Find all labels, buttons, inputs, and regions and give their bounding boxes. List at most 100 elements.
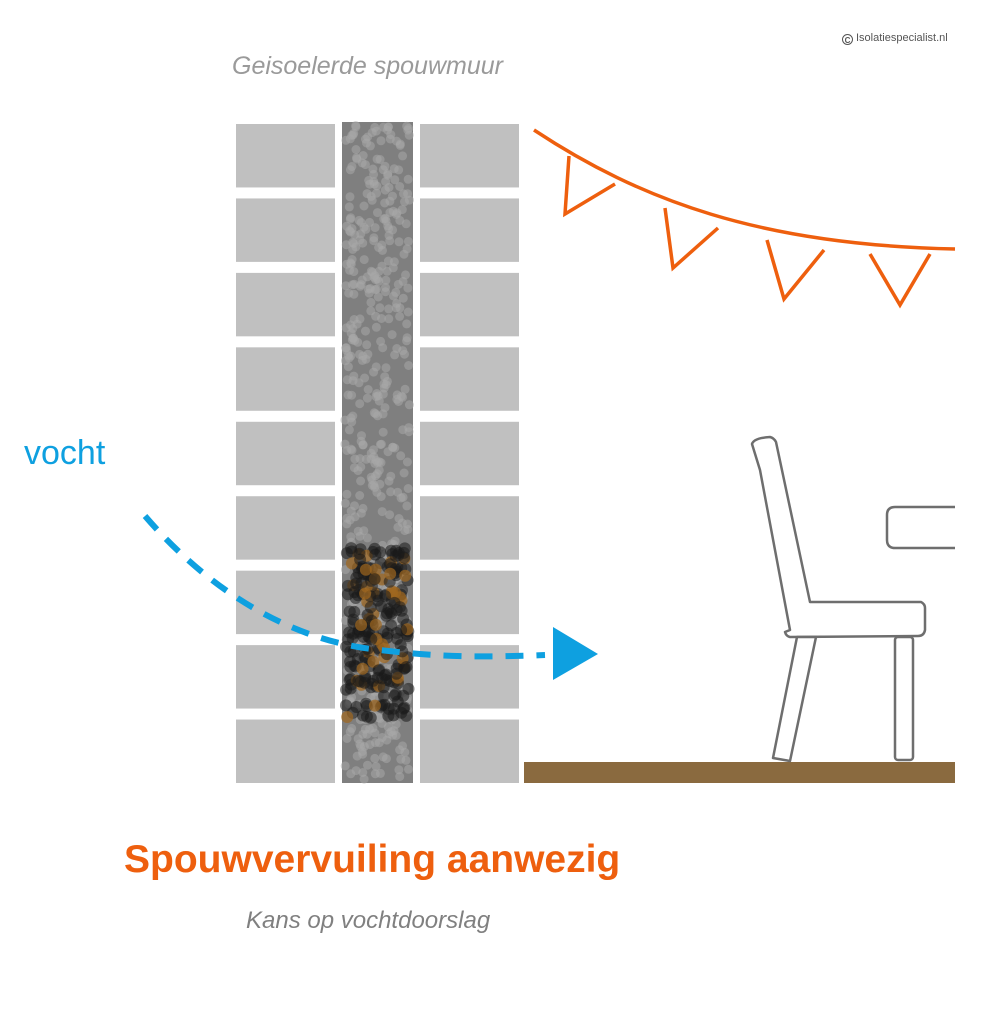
insulation-bead [358, 768, 368, 777]
contamination-particle [389, 586, 401, 599]
insulation-bead [403, 174, 413, 184]
insulation-bead [401, 219, 411, 229]
contamination-particle [390, 626, 403, 639]
chair-front-leg [771, 635, 818, 763]
insulation-bead [345, 265, 355, 275]
insulation-bead [362, 393, 372, 403]
insulation-bead [351, 145, 361, 154]
contamination-particle [400, 661, 413, 673]
insulation-bead [373, 458, 382, 467]
chair-icon [750, 435, 927, 763]
contamination-particle [394, 639, 407, 652]
insulation-bead [402, 336, 412, 346]
insulation-bead [344, 425, 354, 435]
contamination-particle [340, 699, 352, 712]
contamination-particle [387, 702, 400, 715]
insulation-bead [349, 315, 359, 324]
insulation-bead [385, 134, 395, 144]
moisture-dashed-line [142, 514, 546, 660]
insulation-bead [352, 154, 362, 164]
brick [420, 645, 519, 709]
insulation-bead [395, 311, 405, 321]
insulation-bead [397, 518, 407, 528]
insulation-bead [355, 349, 364, 359]
insulation-bead [355, 491, 365, 500]
contamination-particle [369, 618, 382, 631]
insulation-bead [395, 182, 405, 191]
insulation-bead [404, 130, 414, 140]
insulation-bead [372, 188, 381, 198]
contamination-particle [384, 567, 397, 580]
chair-rear-leg [893, 635, 915, 762]
moisture-label: vocht [24, 434, 106, 472]
insulation-bead [404, 400, 414, 410]
insulation-bead [399, 249, 409, 259]
insulation-bead [378, 165, 388, 175]
insulation-bead [381, 363, 391, 373]
brick [236, 347, 335, 411]
insulation-bead [366, 297, 376, 307]
insulation-bead [371, 126, 381, 136]
insulation-bead [341, 343, 351, 353]
insulation-bead [346, 444, 356, 454]
insulation-bead [375, 303, 385, 313]
insulation-bead [342, 734, 352, 743]
insulation-bead [370, 271, 380, 281]
bunting-flag [765, 239, 826, 303]
contamination-particle [368, 699, 381, 712]
insulation-bead [403, 236, 413, 246]
insulation-bead [384, 182, 394, 192]
insulation-bead [394, 237, 404, 247]
insulation-bead [384, 476, 394, 486]
contamination-particle [402, 682, 415, 695]
insulation-bead [355, 399, 365, 409]
brick [420, 124, 519, 188]
bunting-flag [563, 155, 616, 218]
contamination-particle [350, 701, 363, 713]
insulation-bead [347, 162, 357, 171]
insulation-bead [390, 536, 400, 546]
insulation-bead [389, 291, 398, 301]
contamination-particle [385, 607, 398, 620]
insulation-bead [349, 279, 359, 289]
insulation-bead [378, 245, 387, 255]
insulation-bead [356, 436, 366, 446]
contamination-particle [344, 660, 357, 673]
insulation-bead [375, 440, 385, 449]
contamination-particle [388, 596, 401, 609]
insulation-bead [362, 533, 372, 543]
insulation-bead [402, 457, 412, 467]
insulation-bead [363, 760, 372, 770]
insulation-bead [378, 343, 388, 353]
insulation-bead [362, 340, 372, 350]
insulation-bead [349, 239, 359, 248]
brick [236, 124, 335, 188]
contamination-particle [359, 587, 372, 600]
insulation-bead [362, 189, 372, 199]
contamination-particle [399, 569, 412, 582]
contamination-particle [367, 655, 380, 668]
brick [236, 272, 335, 337]
brick [420, 421, 519, 486]
insulation-bead [371, 311, 381, 321]
insulation-bead [345, 214, 355, 224]
insulation-bead [384, 304, 394, 314]
brick [236, 719, 335, 783]
insulation-bead [377, 733, 387, 742]
insulation-bead [380, 372, 390, 382]
insulation-bead [380, 213, 390, 223]
cavity-contamination [340, 542, 415, 724]
insulation-bead [363, 385, 373, 394]
chair-back-seat [750, 435, 927, 639]
insulation-bead [394, 397, 403, 406]
contamination-particle [341, 711, 354, 723]
insulation-bead [353, 337, 363, 347]
insulation-bead [342, 489, 352, 499]
insulation-bead [372, 181, 382, 191]
insulation-bead [346, 328, 356, 338]
contamination-particle [364, 711, 377, 724]
contamination-particle [390, 667, 403, 680]
insulation-bead [376, 492, 386, 501]
